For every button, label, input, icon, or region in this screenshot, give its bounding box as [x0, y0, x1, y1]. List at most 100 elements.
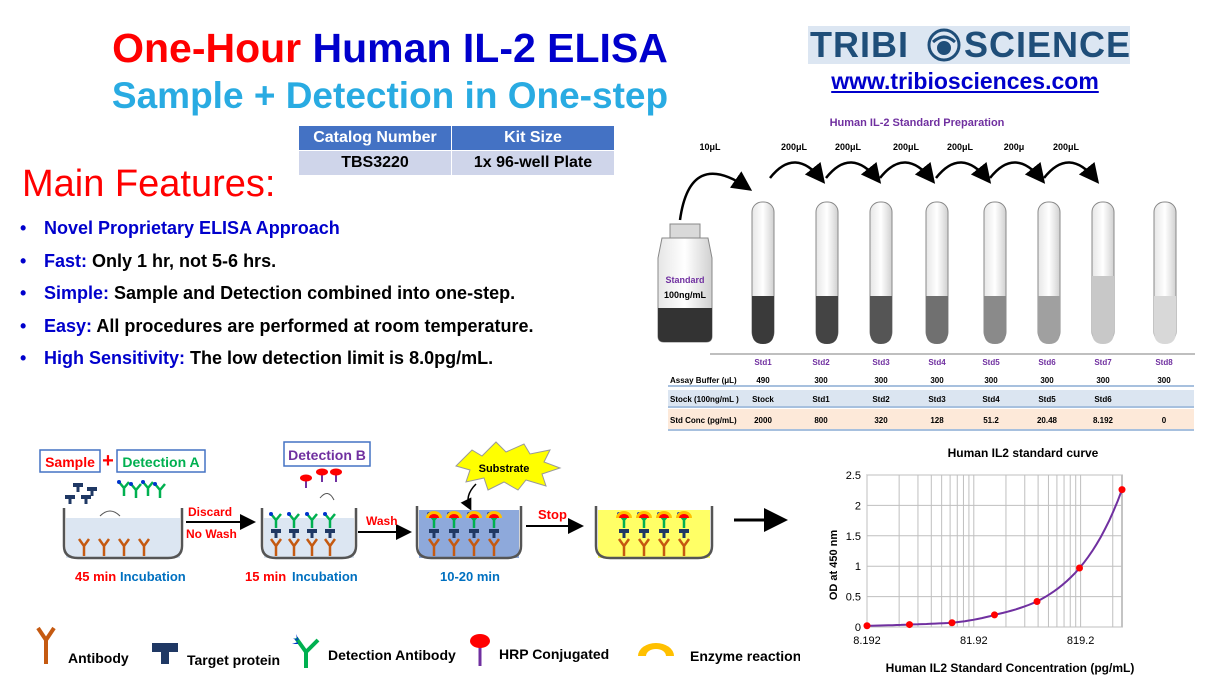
standard-preparation-diagram: Human IL-2 Standard Preparation 10μL 200… [657, 117, 1195, 431]
plus-label: + [102, 450, 114, 472]
std-header: Std8 [1155, 358, 1173, 367]
chart-data-point [991, 611, 998, 619]
stock-row-bg [668, 390, 1194, 406]
legend-detection-antibody: Detection Antibody [328, 647, 456, 663]
chart-data-point [948, 619, 956, 627]
chart-data-point [1118, 486, 1126, 494]
bullet-icon: • [20, 218, 27, 238]
free-reagents-1 [65, 478, 167, 517]
catalog-header-kit-size: Kit Size [451, 125, 615, 151]
std-header: Std2 [812, 358, 830, 367]
chart-title: Human IL2 standard curve [948, 446, 1099, 460]
main-features-title: Main Features: [22, 163, 276, 205]
logo-text-left: TRIBI [810, 24, 909, 65]
bullet-icon: • [20, 315, 27, 336]
tube-std2 [815, 201, 839, 344]
sample-label: Sample [45, 454, 95, 470]
tube-std7 [1091, 201, 1115, 344]
catalog-kit-size-value: 1x 96-well Plate [451, 150, 615, 176]
chart-data-point [863, 622, 871, 630]
vial-label: Standard [665, 275, 704, 285]
procedure-diagram: Sample + Detection A Detection B 45 min … [36, 441, 800, 668]
std-header: Std4 [928, 358, 946, 367]
title-line-1: One-Hour Human IL-2 ELISA [0, 25, 780, 72]
transfer-label: 200μL [781, 142, 808, 152]
free-reagents-2 [299, 467, 343, 501]
catalog-header-number: Catalog Number [298, 125, 452, 151]
chart-x-tick-label: 81.92 [960, 635, 988, 647]
row-label-stock: Stock (100ng/mL ) [670, 395, 739, 404]
buffer-value: 300 [814, 376, 828, 385]
well-step-3 [415, 506, 523, 560]
legend-hrp: HRP Conjugated [499, 646, 609, 662]
wash-label: Wash [366, 514, 398, 528]
conc-value: 128 [930, 416, 944, 425]
logo-eye-icon [927, 28, 961, 62]
buffer-value: 300 [1157, 376, 1171, 385]
transfer-label: 200μL [835, 142, 862, 152]
target-protein-legend-icon [152, 643, 178, 664]
chart-y-tick-label: 0 [855, 622, 861, 634]
feature-item: •Simple: Sample and Detection combined i… [20, 283, 516, 303]
chart-plot-area [866, 474, 1123, 628]
step1-time: 45 min [75, 569, 116, 584]
stock-value: Std3 [928, 395, 946, 404]
conc-value: 8.192 [1093, 416, 1114, 425]
chart-data-point [1033, 597, 1041, 605]
chart-y-tick-label: 1.5 [846, 531, 861, 543]
chart-x-tick-label: 8.192 [853, 635, 881, 647]
website-link[interactable]: www.tribiosciences.com [831, 68, 1099, 94]
tube-std4 [925, 201, 949, 344]
conc-value: 51.2 [983, 416, 999, 425]
chart-y-tick-label: 2.5 [846, 470, 861, 482]
substrate-label: Substrate [479, 463, 530, 475]
bullet-icon: • [20, 250, 27, 271]
feature-item: •Novel Proprietary ELISA Approach [20, 218, 340, 238]
feature-item: •Fast: Only 1 hr, not 5-6 hrs. [20, 250, 277, 271]
conc-value: 320 [874, 416, 888, 425]
sample-box [39, 449, 101, 473]
well-step-4 [594, 506, 714, 560]
stock-value: Std6 [1094, 395, 1112, 404]
chart-y-tick-label: 1 [855, 561, 861, 573]
chart-data-point [1076, 564, 1083, 572]
chart-x-tick-label: 819.2 [1067, 635, 1095, 647]
legend: Antibody Target protein Detection Antibo… [36, 626, 800, 668]
well-step-2 [260, 508, 358, 560]
conc-row-bg [668, 409, 1194, 429]
legend-enzyme: Enzyme reaction [690, 648, 800, 664]
stop-label: Stop [538, 507, 567, 522]
dilution-tubes [751, 201, 1177, 344]
no-wash-label: No Wash [186, 527, 237, 541]
tube-std6 [1037, 201, 1061, 344]
std-header: Std1 [754, 358, 772, 367]
std-header: Std7 [1094, 358, 1112, 367]
vial-concentration: 100ng/mL [664, 290, 707, 300]
transfer-label: 200μL [947, 142, 974, 152]
step3-time: 10-20 min [440, 569, 500, 584]
chart-y-tick-label: 0.5 [846, 592, 861, 604]
tube-std1 [751, 201, 775, 344]
catalog-table: Catalog Number Kit Size TBS3220 1x 96-we… [298, 125, 615, 176]
stock-value: Stock [752, 395, 774, 404]
stock-value: Std4 [982, 395, 1000, 404]
detection-b-box [283, 441, 371, 467]
tribioscience-logo: TRIBI SCIENCE [808, 26, 1130, 64]
buffer-value: 300 [930, 376, 944, 385]
title-one-hour: One-Hour [112, 25, 302, 71]
step2-time: 15 min [245, 569, 286, 584]
title-line-2: Sample + Detection in One-step [111, 75, 669, 116]
step1-label: Incubation [120, 569, 186, 584]
std-header: Std3 [872, 358, 890, 367]
discard-label: Discard [188, 505, 232, 519]
chart-y-axis-label: OD at 450 nm [828, 530, 840, 601]
std-prep-title: Human IL-2 Standard Preparation [830, 117, 1005, 129]
step2-label: Incubation [292, 569, 358, 584]
row-label-buffer: Assay Buffer (μL) [670, 376, 737, 385]
stock-value: Std5 [1038, 395, 1056, 404]
transfer-label: 200μL [1053, 142, 1080, 152]
buffer-value: 490 [756, 376, 770, 385]
transfer-label: 10μL [699, 142, 721, 152]
chart-x-axis-label: Human IL2 Standard Concentration (pg/mL) [886, 661, 1135, 675]
std-header: Std6 [1038, 358, 1056, 367]
